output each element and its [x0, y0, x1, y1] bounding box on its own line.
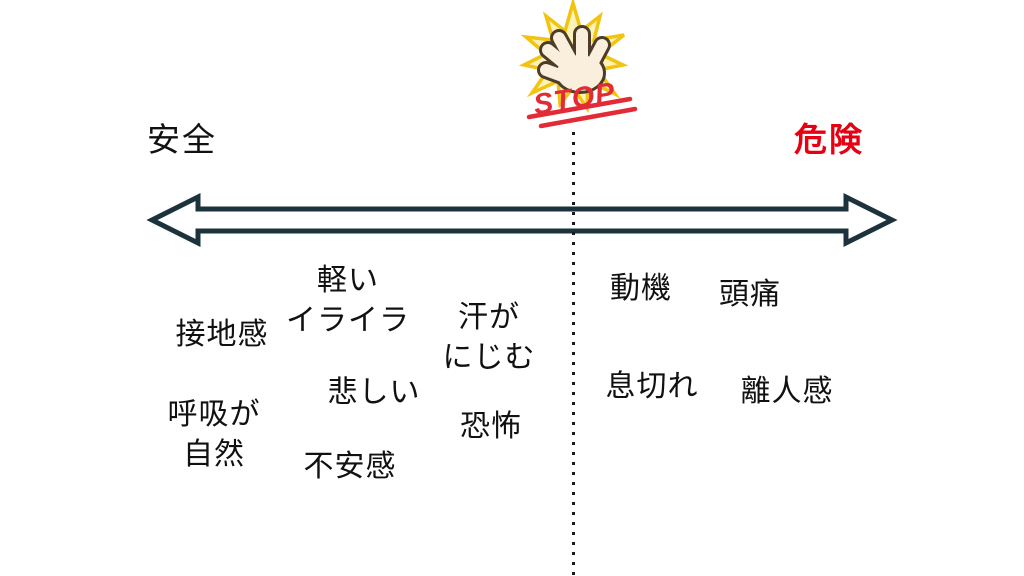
danger-label: 危険	[794, 121, 864, 158]
danger-zone-label: 離人感	[740, 375, 834, 408]
danger-zone-label: 息切れ	[605, 370, 699, 403]
safe-label: 安全	[147, 121, 217, 158]
danger-zone-label: 頭痛	[719, 278, 781, 311]
safe-zone-label: 不安感	[303, 450, 397, 483]
threshold-dotted-line	[572, 132, 575, 576]
stop-underline	[538, 106, 638, 129]
stop-underline	[526, 96, 633, 120]
double-arrow-icon	[146, 192, 898, 248]
safe-zone-label: 悲しい	[327, 376, 421, 409]
danger-zone-label: 動機	[610, 272, 672, 305]
safe-zone-label: 軽い イライラ	[286, 264, 410, 337]
safe-zone-label: 接地感	[175, 318, 269, 351]
safe-zone-label: 呼吸が 自然	[167, 398, 261, 471]
stop-badge: STOP	[518, 0, 638, 129]
axis-arrow	[146, 192, 898, 248]
safe-zone-label: 恐怖	[460, 410, 522, 443]
raised-hand-icon	[537, 25, 611, 94]
safe-zone-label: 汗が にじむ	[442, 301, 536, 374]
